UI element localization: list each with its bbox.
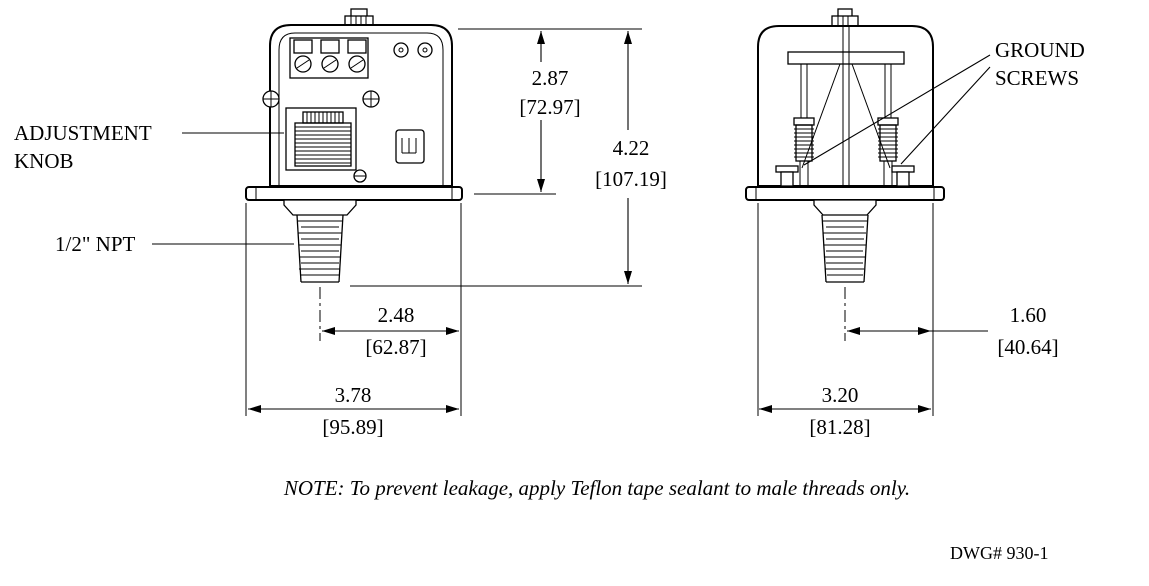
dim-side-width-total-inches: 3.20: [822, 383, 859, 407]
dim-side-width-partial-inches: 1.60: [1010, 303, 1047, 327]
dimension-side-width-total: 3.20 [81.28]: [759, 383, 931, 439]
dim-front-height-total-inches: 4.22: [613, 136, 650, 160]
lower-screw: [353, 169, 367, 183]
front-base-plate: [245, 186, 463, 201]
extension-lines: [245, 28, 934, 416]
callout-npt: 1/2" NPT: [55, 232, 294, 256]
case-screws: [262, 90, 380, 108]
front-hex-boss: [283, 199, 357, 216]
callout-ground-screws: GROUND SCREWS: [803, 38, 1085, 166]
dim-side-width-total-mm: [81.28]: [809, 415, 870, 439]
side-threads: [821, 214, 869, 283]
terminal-block: [289, 37, 369, 79]
adjustment-knob-label-line2: KNOB: [14, 149, 74, 173]
side-mechanism: [787, 26, 905, 186]
dwg-number: DWG# 930-1: [950, 543, 1048, 563]
dimension-front-width-partial: 2.48 [62.87]: [322, 303, 459, 359]
npt-label: 1/2" NPT: [55, 232, 136, 256]
dim-front-height-partial-mm: [72.97]: [519, 95, 580, 119]
top-plug-side: [831, 8, 859, 27]
ground-screw-leader-right: [900, 66, 991, 165]
dim-front-width-partial-inches: 2.48: [378, 303, 415, 327]
top-plug-front: [344, 8, 374, 27]
dim-front-width-total-mm: [95.89]: [322, 415, 383, 439]
dim-front-height-total-mm: [107.19]: [595, 167, 667, 191]
ground-screw-leader-left: [803, 54, 991, 166]
side-base-plate: [745, 186, 945, 201]
adjustment-knob-label-line1: ADJUSTMENT: [14, 121, 152, 145]
dimension-front-height-partial: 2.87 [72.97]: [519, 31, 581, 192]
callout-adjustment-knob: ADJUSTMENT KNOB: [14, 121, 284, 173]
connector-detail: [395, 129, 425, 164]
ground-screws-label-line1: GROUND: [995, 38, 1085, 62]
dim-front-width-total-inches: 3.78: [335, 383, 372, 407]
ground-screws-label-line2: SCREWS: [995, 66, 1079, 90]
side-hex-boss: [813, 199, 877, 216]
note-text: NOTE: To prevent leakage, apply Teflon t…: [283, 476, 910, 500]
side-housing: [757, 25, 934, 187]
side-view: [745, 8, 945, 283]
dim-front-width-partial-mm: [62.87]: [365, 335, 426, 359]
front-housing: [269, 24, 453, 187]
dimension-side-width-partial: 1.60 [40.64]: [847, 303, 1059, 359]
dim-front-height-partial-inches: 2.87: [532, 66, 569, 90]
mount-holes: [393, 42, 433, 58]
dim-side-width-partial-mm: [40.64]: [997, 335, 1058, 359]
front-threads: [296, 214, 344, 283]
ground-screw-left: [775, 165, 799, 187]
front-view: [245, 8, 463, 283]
adjustment-knob: [285, 107, 357, 171]
dimension-front-height-total: 4.22 [107.19]: [595, 31, 667, 284]
front-housing-inner: [278, 32, 444, 186]
dimension-front-width-total: 3.78 [95.89]: [248, 383, 459, 439]
